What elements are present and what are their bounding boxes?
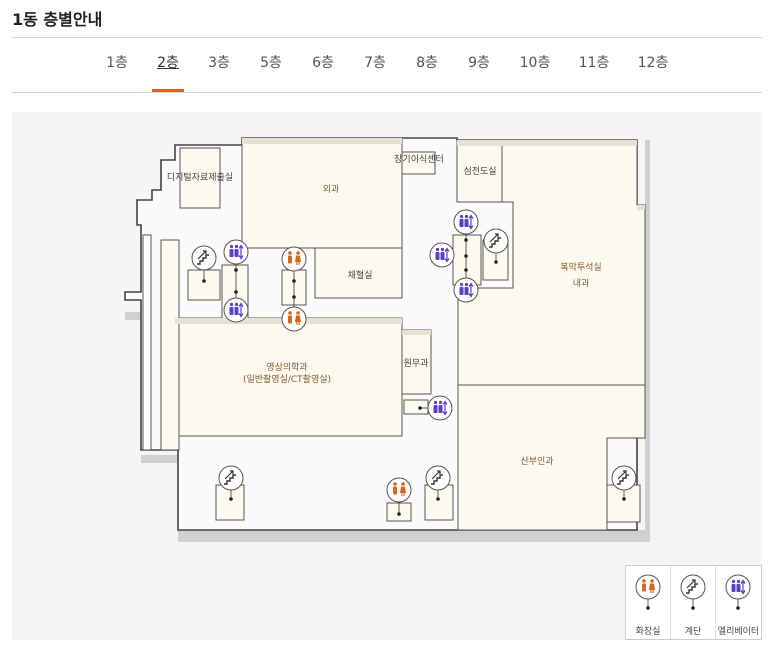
tab-floor-9[interactable]: 9층 bbox=[468, 55, 490, 71]
legend-elevator: 엘리베이터 bbox=[716, 566, 761, 639]
room-obgyn[interactable]: 산부인과 bbox=[520, 456, 553, 467]
room-radiology-sub: (일반촬영실/CT촬영실) bbox=[243, 374, 331, 385]
restroom-icon bbox=[635, 574, 661, 610]
tab-floor-5[interactable]: 5층 bbox=[260, 55, 282, 71]
stairs-icon[interactable] bbox=[611, 465, 637, 491]
elevator-icon[interactable] bbox=[429, 242, 455, 268]
stairs-icon[interactable] bbox=[191, 245, 217, 271]
room-blood-collection[interactable]: 채혈실 bbox=[348, 269, 373, 281]
stairs-icon[interactable] bbox=[425, 465, 451, 491]
tab-floor-7[interactable]: 7층 bbox=[364, 55, 386, 71]
room-peritoneal-dialysis[interactable]: 복막투석실 bbox=[560, 262, 601, 273]
room-radiology[interactable]: 영상의학과 bbox=[266, 362, 307, 373]
tab-floor-10[interactable]: 10층 bbox=[519, 55, 551, 71]
stairs-icon[interactable] bbox=[483, 228, 509, 254]
title-divider bbox=[12, 37, 762, 38]
room-cardiac-exam[interactable]: 심전도실 bbox=[463, 166, 496, 177]
tab-floor-12[interactable]: 12층 bbox=[637, 55, 669, 71]
tab-floor-1[interactable]: 1층 bbox=[106, 55, 128, 71]
building-shadow bbox=[125, 140, 650, 542]
room-organ-transplant-center[interactable]: 장기이식센터 bbox=[394, 154, 444, 165]
room-data-submission[interactable]: 디지털자료제출실 bbox=[167, 171, 233, 183]
legend-restroom: 화장실 bbox=[626, 566, 671, 639]
legend-label-restroom: 화장실 bbox=[635, 627, 661, 637]
elevator-icon[interactable] bbox=[453, 277, 479, 303]
restroom-icon[interactable] bbox=[281, 246, 307, 272]
elevator-icon bbox=[725, 574, 751, 610]
legend-label-stairs: 계단 bbox=[684, 627, 702, 637]
tab-floor-8[interactable]: 8층 bbox=[416, 55, 438, 71]
elevator-icon[interactable] bbox=[453, 209, 479, 235]
map-legend: 화장실 계단 엘리베이터 bbox=[625, 565, 762, 640]
tab-floor-6[interactable]: 6층 bbox=[312, 55, 334, 71]
room-internal-medicine[interactable]: 내과 bbox=[573, 278, 590, 289]
legend-label-elevator: 엘리베이터 bbox=[717, 627, 760, 637]
room-hospital-affairs[interactable]: 원무과 bbox=[404, 358, 429, 369]
tabs-divider bbox=[12, 92, 762, 93]
restroom-icon[interactable] bbox=[386, 477, 412, 503]
tab-floor-2[interactable]: 2층 bbox=[157, 55, 179, 71]
legend-stairs: 계단 bbox=[671, 566, 716, 639]
stairs-icon[interactable] bbox=[218, 465, 244, 491]
elevator-icon[interactable] bbox=[223, 297, 249, 323]
room-surgery[interactable]: 외과 bbox=[323, 183, 340, 195]
rooms bbox=[142, 137, 646, 531]
facility-dots bbox=[202, 238, 626, 516]
page-title: 1동 층별안내 bbox=[12, 10, 103, 29]
tab-floor-3[interactable]: 3층 bbox=[208, 55, 230, 71]
stairs-icon bbox=[680, 574, 706, 610]
active-tab-indicator bbox=[152, 89, 184, 92]
floor-tabs: 1층 2층 3층 5층 6층 7층 8층 9층 10층 11층 12층 bbox=[0, 52, 773, 82]
restroom-icon[interactable] bbox=[281, 306, 307, 332]
elevator-icon[interactable] bbox=[223, 239, 249, 265]
tab-floor-11[interactable]: 11층 bbox=[578, 55, 610, 71]
elevator-icon[interactable] bbox=[427, 395, 453, 421]
